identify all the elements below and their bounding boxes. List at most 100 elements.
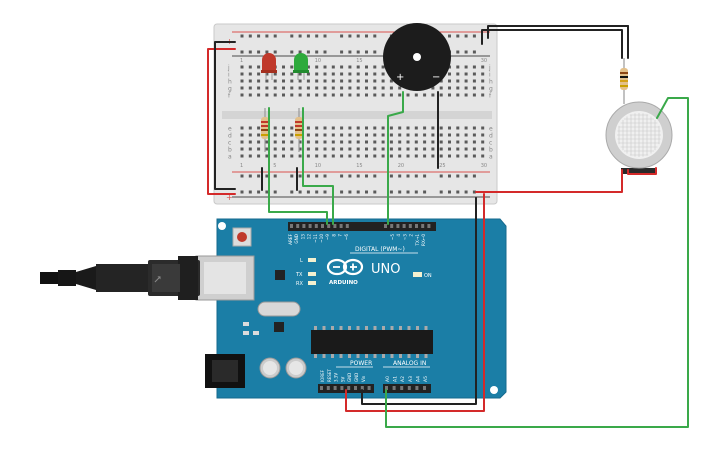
on-label: ON bbox=[424, 273, 432, 279]
analog-pin-label: A0 bbox=[385, 376, 391, 382]
bb-col-label: 30 bbox=[481, 163, 487, 169]
digital-pin-label: ~3 bbox=[402, 234, 407, 241]
bb-row-letter: b bbox=[489, 147, 493, 154]
digital-pin-label: 7 bbox=[338, 234, 343, 237]
bb-row-letter: e bbox=[228, 126, 232, 133]
bb-row-letter: i bbox=[228, 72, 230, 79]
wire-red-sensor-2 bbox=[627, 167, 657, 175]
reset-button-cap bbox=[237, 232, 247, 242]
bb-col-label: 10 bbox=[315, 163, 321, 169]
bb-row-letter: a bbox=[489, 154, 493, 161]
bb-row-letter: a bbox=[228, 154, 232, 161]
wire-red-5v bbox=[345, 193, 485, 412]
bb-col-label: 10 bbox=[315, 58, 321, 64]
wire-green-pin12 bbox=[302, 107, 334, 225]
digital-label: DIGITAL (PWM~) bbox=[355, 246, 405, 253]
rx-label: RX bbox=[296, 281, 303, 287]
digital-pin-label: 12 bbox=[307, 234, 312, 240]
wire-green-a0 bbox=[385, 97, 689, 428]
bb-row-letter: h bbox=[228, 79, 232, 86]
analog-pin-label: A4 bbox=[415, 376, 421, 382]
power-pin-label: RESET bbox=[327, 369, 332, 382]
analog-pin-label: A1 bbox=[393, 376, 399, 382]
usb-cable: ⭧ bbox=[40, 256, 200, 300]
buzzer-minus-label: − bbox=[432, 72, 440, 83]
buzzer-plus-label: + bbox=[396, 72, 404, 83]
bb-row-letter: d bbox=[228, 133, 232, 140]
bb-col-label: 25 bbox=[439, 163, 445, 169]
bb-row-letter: j bbox=[227, 65, 230, 72]
crystal bbox=[257, 301, 301, 317]
digital-pin-label: ~10 bbox=[319, 234, 324, 243]
digital-pin-label: ~11 bbox=[313, 234, 318, 243]
analog-header bbox=[383, 384, 431, 393]
digital-pin-label: GND bbox=[294, 234, 299, 244]
digital-pin-label: 4 bbox=[396, 234, 401, 237]
led-on bbox=[413, 272, 422, 277]
bb-row-letter: e bbox=[489, 126, 493, 133]
led-l-label: L bbox=[300, 258, 303, 264]
red-led bbox=[261, 53, 277, 80]
analog-label: ANALOG IN bbox=[393, 360, 426, 367]
brand-label: ARDUINO bbox=[329, 280, 358, 286]
bb-col-label: 15 bbox=[356, 163, 362, 169]
bb-col-label: 5 bbox=[273, 163, 276, 169]
mounting-hole bbox=[490, 386, 498, 394]
power-pin-label: GND bbox=[354, 373, 359, 382]
power-pin-label: GND bbox=[347, 373, 352, 382]
wire-green-top-right bbox=[487, 25, 629, 39]
power-pin-label: Vin bbox=[361, 375, 366, 382]
piezo-buzzer: + − bbox=[383, 23, 451, 91]
resistor-1 bbox=[261, 108, 269, 152]
digital-pin-label: 2 bbox=[409, 234, 414, 237]
digital-pin-label: 8 bbox=[331, 234, 336, 237]
tx-label: TX bbox=[295, 272, 303, 278]
bb-row-letter: b bbox=[228, 147, 232, 154]
bb-row-letter: h bbox=[489, 79, 493, 86]
model-label: UNO bbox=[371, 262, 400, 277]
bb-col-label: 1 bbox=[240, 58, 243, 64]
led-tx bbox=[308, 272, 316, 276]
power-pin-label: 3.3V bbox=[334, 373, 339, 382]
bb-row-letter: g bbox=[489, 86, 493, 93]
resistor-3 bbox=[620, 58, 628, 104]
usb-icon: ⭧ bbox=[154, 273, 161, 286]
bb-row-letter: g bbox=[228, 86, 232, 93]
led-l bbox=[308, 258, 316, 262]
bb-col-label: 15 bbox=[356, 58, 362, 64]
power-pin-label: IOREF bbox=[320, 369, 325, 382]
bb-row-letter: j bbox=[488, 65, 491, 72]
bb-row-letter: i bbox=[489, 72, 491, 79]
bb-row-letter: f bbox=[228, 93, 231, 100]
wire-green-pin13 bbox=[268, 107, 328, 225]
power-pin-label: 5V bbox=[340, 376, 345, 382]
wire-black-top-right bbox=[481, 29, 623, 59]
green-led bbox=[293, 53, 309, 80]
digital-pin-label: AREF bbox=[288, 233, 293, 244]
bb-col-label: 1 bbox=[240, 163, 243, 169]
bb-row-letter: d bbox=[489, 133, 493, 140]
digital-pin-label: 13 bbox=[300, 234, 305, 240]
arduino-logo bbox=[326, 258, 364, 276]
resistor-2 bbox=[295, 108, 303, 152]
digital-pin-label: ~5 bbox=[390, 234, 395, 241]
wire-black-left-rail bbox=[214, 41, 236, 190]
gas-sensor bbox=[605, 101, 673, 174]
bb-row-letter: c bbox=[489, 140, 492, 147]
bb-row-letter: f bbox=[489, 93, 492, 100]
mounting-hole bbox=[218, 222, 226, 230]
wire-green-buzzer bbox=[387, 91, 404, 225]
analog-pin-label: A5 bbox=[423, 376, 429, 382]
wire-red-left-rail bbox=[207, 48, 236, 195]
led-rx bbox=[308, 281, 316, 285]
usb-chip bbox=[275, 270, 285, 280]
rail-plus-bottom: + bbox=[226, 193, 233, 202]
bb-col-label: 20 bbox=[398, 163, 404, 169]
wires bbox=[207, 25, 689, 428]
digital-pin-label: ~9 bbox=[325, 234, 330, 241]
power-header bbox=[318, 384, 374, 393]
wire-red-sensor bbox=[475, 169, 623, 193]
